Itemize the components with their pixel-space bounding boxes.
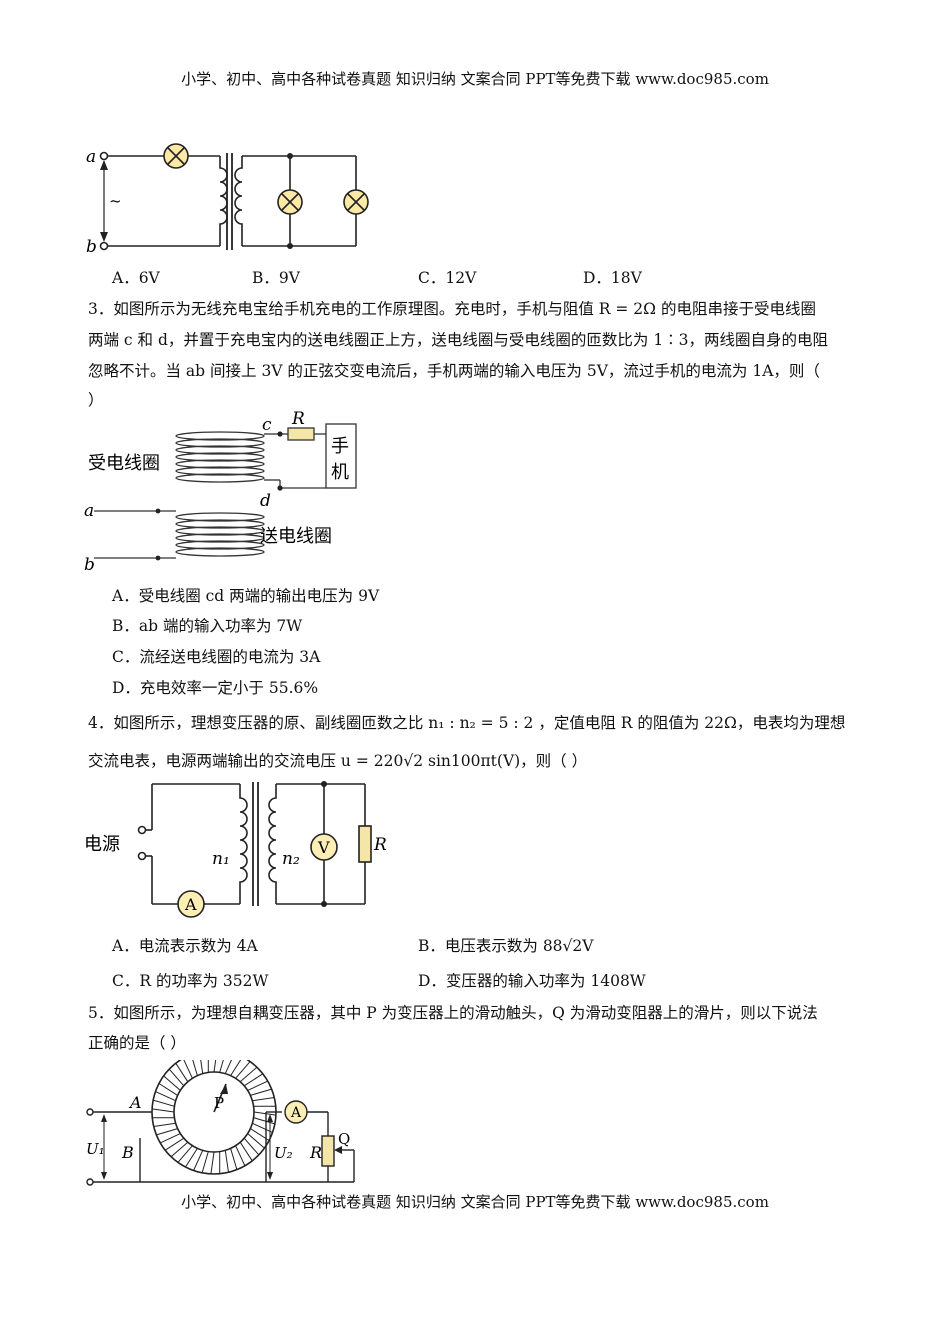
- q3-label-c: c: [262, 415, 272, 435]
- q4-label-n2: n₂: [282, 849, 300, 869]
- q4-label-n1: n₁: [212, 849, 230, 869]
- toroid-winding-turn: [155, 1091, 176, 1102]
- q3-option-c: C．流经送电线圈的电流为 3A: [112, 648, 321, 666]
- q2-option-c: C．12V: [418, 269, 477, 287]
- toroid-winding-turn: [185, 1148, 198, 1168]
- toroid-winding-turn: [200, 1060, 204, 1074]
- toroid-winding-turn: [252, 1097, 275, 1102]
- q2-option-a: A．6V: [112, 269, 160, 287]
- toroid-winding-turn: [239, 1066, 258, 1083]
- toroid-winding-turn: [183, 1060, 193, 1079]
- q2-label-b: b: [86, 237, 97, 257]
- toroid-winding-turn: [152, 1099, 175, 1107]
- toroid-winding-turn: [152, 1108, 175, 1113]
- q2-option-b: B．9V: [252, 269, 300, 287]
- q3-label-phone-1: 手: [331, 436, 349, 457]
- toroid-winding-turn: [224, 1060, 233, 1074]
- toroid-winding-turn: [201, 1151, 209, 1174]
- q3-stem-line-4: ）: [88, 391, 104, 409]
- q3-option-d: D．充电效率一定小于 55.6%: [112, 679, 319, 697]
- toroid-winding-turn: [153, 1122, 176, 1127]
- toroid-winding-turn: [230, 1060, 242, 1076]
- q4-stem-line-2: 交流电表，电源两端输出的交流电压 u = 220√2 sin100πt(V)，则…: [88, 752, 588, 770]
- toroid-winding-turn: [163, 1075, 181, 1091]
- page-header: 小学、初中、高中各种试卷真题 知识归纳 文案合同 PPT等免费下载 www.do…: [181, 70, 769, 88]
- q4-option-a: A．电流表示数为 4A: [112, 937, 258, 955]
- q3-label-b: b: [84, 555, 95, 575]
- q4-voltmeter-label: V: [317, 838, 330, 857]
- q4-stem-line-1: 4．如图所示，理想变压器的原、副线圈匝数之比 n₁ : n₂ = 5 : 2 ，…: [88, 714, 846, 732]
- toroid-winding-turn: [230, 1148, 238, 1170]
- q3-wireless-charging-figure: 受电线圈 送电线圈 手 机 c R d a b: [84, 410, 357, 575]
- q3-label-d: d: [260, 491, 271, 511]
- q5-label-U2: U₂: [274, 1144, 293, 1162]
- toroid-winding-turn: [210, 1151, 215, 1174]
- toroid-winding-turn: [224, 1150, 229, 1173]
- q3-label-receiver-coil: 受电线圈: [88, 453, 160, 474]
- toroid-winding-turn: [243, 1073, 264, 1087]
- q4-transformer-figure: 电源 n₁ n₂ V A R: [84, 781, 387, 918]
- q4-option-b: B．电压表示数为 88√2V: [418, 937, 594, 955]
- q2-label-ac: ~: [109, 192, 122, 210]
- toroid-winding-turn: [213, 1060, 217, 1073]
- toroid-winding-turn: [239, 1141, 253, 1162]
- toroid-winding-turn: [193, 1150, 204, 1171]
- q4-label-R: R: [373, 835, 387, 855]
- toroid-winding-turn: [164, 1137, 185, 1151]
- q4-ammeter-label: A: [184, 895, 197, 914]
- toroid-winding-turn: [219, 1060, 224, 1073]
- q4-option-c: C．R 的功率为 352W: [112, 972, 269, 990]
- q3-stem-line-2: 两端 c 和 d，并置于充电宝内的送电线圈正上方，送电线圈与受电线圈的匝数比为 …: [88, 331, 829, 349]
- toroid-winding-turn: [156, 1128, 178, 1136]
- q3-label-R: R: [291, 410, 305, 429]
- toroid-winding-turn: [159, 1133, 181, 1144]
- q3-stem-line-1: 3．如图所示为无线充电宝给手机充电的工作原理图。充电时，手机与阻值 R = 2Ω…: [88, 300, 816, 318]
- page-footer: 小学、初中、高中各种试卷真题 知识归纳 文案合同 PPT等免费下载 www.do…: [181, 1193, 769, 1211]
- q5-stem-line-1: 5．如图所示，为理想自耦变压器，其中 P 为变压器上的滑动触头，Q 为滑动变阻器…: [88, 1004, 818, 1022]
- toroid-winding-turn: [235, 1061, 251, 1079]
- q5-label-R: R: [309, 1143, 322, 1162]
- q3-label-phone-2: 机: [331, 462, 349, 483]
- q5-label-Q: Q: [338, 1130, 350, 1148]
- q5-label-U1: U₁: [86, 1140, 105, 1158]
- toroid-winding-turn: [175, 1062, 189, 1083]
- toroid-winding-turn: [253, 1117, 276, 1125]
- toroid-winding-turn: [170, 1141, 189, 1158]
- toroid-winding-turn: [253, 1111, 276, 1116]
- toroid-winding-turn: [252, 1122, 273, 1133]
- q5-ammeter-label: A: [290, 1105, 302, 1121]
- q2-circuit-figure: a b ~: [86, 143, 369, 257]
- q3-label-sender-coil: 送电线圈: [260, 526, 332, 547]
- q5-label-P: P: [214, 1094, 224, 1112]
- q4-option-d: D．变压器的输入功率为 1408W: [418, 972, 646, 990]
- q3-option-a: A．受电线圈 cd 两端的输出电压为 9V: [112, 587, 380, 605]
- toroid-winding-turn: [192, 1060, 198, 1076]
- q5-autotransformer-figure: A B P U₁ U₂ A R Q: [86, 1060, 355, 1186]
- q3-label-a: a: [84, 501, 94, 521]
- toroid-winding-turn: [168, 1068, 185, 1087]
- q4-label-source: 电源: [84, 834, 120, 855]
- q2-option-d: D．18V: [583, 269, 642, 287]
- toroid-winding-turn: [247, 1133, 265, 1149]
- toroid-winding-turn: [247, 1080, 269, 1091]
- q5-label-A: A: [128, 1093, 142, 1112]
- toroid-winding-turn: [158, 1083, 178, 1096]
- q3-stem-line-3: 忽略不计。当 ab 间接上 3V 的正弦交变电流后，手机两端的输入电压为 5V，…: [88, 362, 820, 380]
- toroid-winding-turn: [177, 1145, 193, 1163]
- q3-option-b: B．ab 端的输入功率为 7W: [112, 617, 303, 635]
- q5-stem-line-2: 正确的是（ ）: [88, 1034, 186, 1052]
- q2-label-a: a: [86, 147, 96, 167]
- toroid-winding-turn: [243, 1137, 260, 1156]
- toroid-winding-turn: [235, 1145, 246, 1167]
- q5-label-B: B: [121, 1143, 134, 1162]
- toroid-winding-turn: [250, 1088, 272, 1096]
